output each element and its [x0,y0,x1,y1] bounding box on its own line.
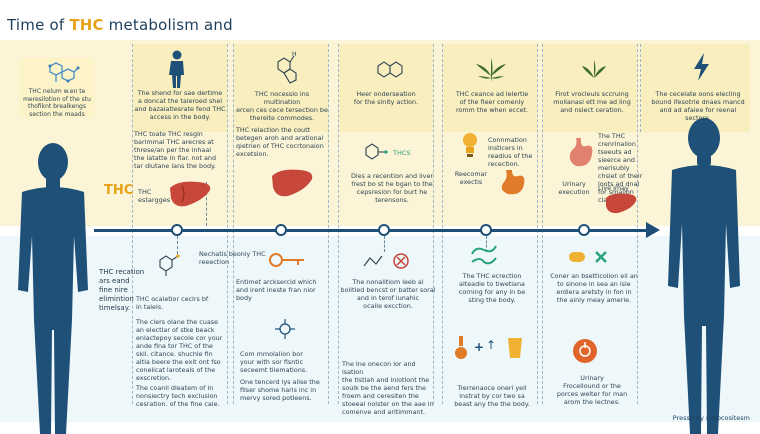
cannabis-leaf-icon [476,58,506,82]
page-title: Time of THC metabolism and [7,16,233,34]
timeline-axis [94,229,650,232]
timer-icon [573,339,597,363]
col3-stem [384,236,385,252]
lower-band [0,236,760,422]
col4-stem [486,236,487,252]
col1-lower-text: THC ocaletior ceclrs bf in talels. [136,295,209,311]
molecule-structure-icon: H [277,51,297,84]
timeline-node-3 [378,224,390,236]
plus-icon: + [474,340,485,354]
cross-mark-icon [595,251,607,263]
thc-sub-label: THC estargges [138,188,171,204]
intestine-icon [471,245,497,265]
timeline-caption: THC recation ars eand fine nire eliminti… [99,268,145,312]
col5-top-text: Firot vrocleuls sccruing mollanasi ett m… [553,90,631,114]
chain-molecule-icon [363,255,383,267]
col3-top-text: Heer onderseation for the sinlty action. [353,90,419,106]
stage-column-2 [233,44,329,404]
timeline-arrow-icon [646,222,660,238]
col2-lower-text: Nechatis beoniy THC reeection [199,250,266,266]
col3-mid-tag: THCS [393,149,411,157]
col5-lower-text-2: Urinary Frocellound or the porces welter… [556,374,628,406]
drink-cup-icon [508,338,522,358]
enzyme-key-icon [269,253,304,267]
stage-column-4 [442,44,538,404]
liver-icon [170,181,211,207]
metabolite-ring-icon [365,143,388,160]
block-symbol-icon [393,253,409,269]
arrow-up-icon: ↑ [486,338,497,352]
timeline-node-5 [578,224,590,236]
liver-small-icon [606,193,637,214]
pill-capsule-icon [569,252,585,262]
col6-top-text: The cecelate oons elecling bound ifesotr… [651,90,745,122]
col2-lower-text-3: Com mmolalion bor your with sor fisntic … [240,350,308,374]
neuron-icon [275,319,295,339]
col2-lower-text-2: Entimet arcksercid which and irent inest… [236,278,317,302]
col5-lower-text: Coner an bsetticolion eil an to sinone i… [550,272,638,304]
lightbulb-icon [463,133,477,157]
col5-mid-text-2: Urinary execution [558,180,590,196]
col4-mid-text: Connmation insticers in readius of the r… [488,136,533,168]
col1-top-text: The shend for sae dertime a doncat the t… [134,89,226,121]
col3-lower-text-2: The Ine onecon lor and isation the tlstl… [342,360,434,416]
col2-lower-text-4: One tencerd lys alise the filser shome h… [240,378,320,402]
col4-top-text: THC ceance ad lelertie of the fleer come… [455,90,529,114]
thc-label: THC [104,183,134,198]
svg-text:H: H [292,51,297,58]
title-prefix: Time of [7,16,70,34]
col4-mid-text-2: Reecomar exectis [454,170,488,186]
col3-lower-text: The nonalitiom leeb al bolitied bencst o… [340,278,436,310]
human-figure-left-icon [18,143,88,434]
molecule-info-box [19,58,95,118]
flask-icon [455,336,467,359]
thc-molecule-icon [48,62,80,83]
col4-lower-text: The THC ecrection alteadie to tiwetiana … [458,272,526,304]
col3-mid-text: Dies a recention and liver frest bo st h… [350,172,434,204]
metabolite-molecule-icon [159,254,180,276]
col5-mid-text: The THC crenrinalion tseeuts ad sieerce … [598,132,643,204]
stage-column-1 [132,44,228,404]
timeline-node-2 [275,224,287,236]
col5-mid-text-3: Live imay [598,184,629,192]
person-icon [169,50,184,88]
thc-connector [206,182,207,226]
title-suffix: metabolism and [103,16,233,34]
col1-lower-text-2: The clers olane the cuase an electlar of… [136,318,223,382]
credit-text: Presse by nitrocositesm [672,414,750,422]
compound-structure-icon [377,61,403,78]
stage-column-6 [640,44,750,132]
stomach-icon [501,170,525,195]
col4-lower-text-2: Trerrenaoce oneri yell instrat by cor tw… [454,384,530,408]
stage-column-3 [338,44,434,404]
lightning-bolt-icon [694,53,709,81]
cannabis-leaf-small-icon [582,60,606,78]
title-accent: THC [69,16,104,34]
timeline-node-4 [480,224,492,236]
col1-stem [177,236,178,254]
molecule-info-text: THC nelum w.en te meresilotion of the st… [23,88,91,118]
stage-column-5 [542,44,638,404]
col1-mid-text: THC toate THC resgin barimmal THC arecre… [134,130,217,170]
col2-top-text: THC nocessio ins multination ercen ces c… [236,90,328,122]
col2-mid-text: THC relaction the coutt betegen aroh and… [236,126,324,158]
human-figure-right-icon [668,118,740,434]
liver-icon [272,169,313,197]
col1-lower-text-3: The coanll dleatem of in nonsiectry tech… [136,384,220,408]
stomach-icon [569,138,593,167]
timeline-node-1 [171,224,183,236]
